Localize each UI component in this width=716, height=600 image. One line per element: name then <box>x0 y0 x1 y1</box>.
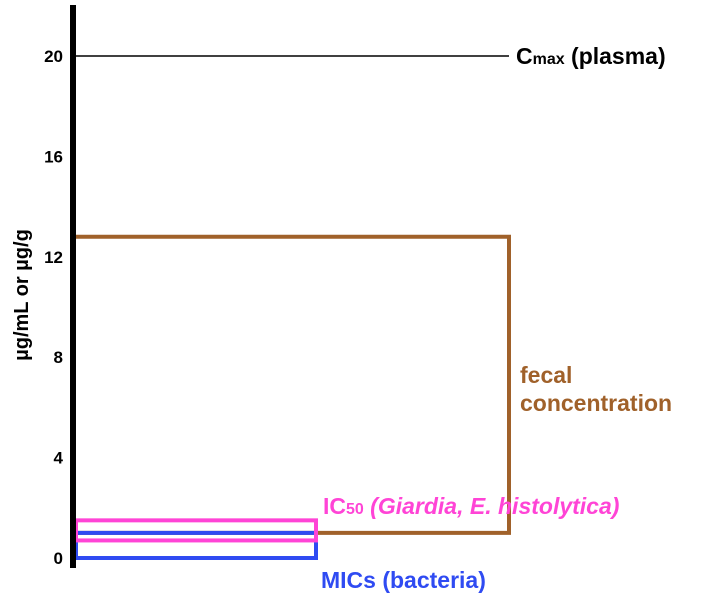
y-axis-label: µg/mL or µg/g <box>11 229 33 361</box>
cmax-label-main: C <box>516 43 533 69</box>
fecal-label-line2: concentration <box>520 390 672 416</box>
y-tick-labels: 0 4 8 12 16 20 <box>44 47 63 568</box>
y-tick-label: 20 <box>44 47 63 66</box>
y-tick-label: 0 <box>54 549 63 568</box>
ic50-range <box>74 518 318 543</box>
cmax-label-sub: max <box>533 51 565 68</box>
ic50-label: IC50 (Giardia, E. histolytica) <box>323 493 619 519</box>
y-tick-label: 16 <box>44 147 63 166</box>
mic-label: MICs (bacteria) <box>321 567 486 593</box>
fecal-range <box>76 234 511 535</box>
ic50-label-main: IC <box>323 493 346 519</box>
cmax-label: Cmax (plasma) <box>516 43 666 69</box>
y-tick-label: 12 <box>44 248 63 267</box>
mic-range <box>74 530 318 561</box>
y-tick-label: 4 <box>54 449 64 468</box>
fecal-label-line1: fecal <box>520 362 572 388</box>
ic50-label-sub: 50 <box>346 501 364 518</box>
fecal-label: fecal concentration <box>520 362 672 416</box>
cmax-label-rest: (plasma) <box>565 43 666 69</box>
ic50-label-rest: (Giardia, E. histolytica) <box>364 493 620 519</box>
y-tick-label: 8 <box>54 348 63 367</box>
